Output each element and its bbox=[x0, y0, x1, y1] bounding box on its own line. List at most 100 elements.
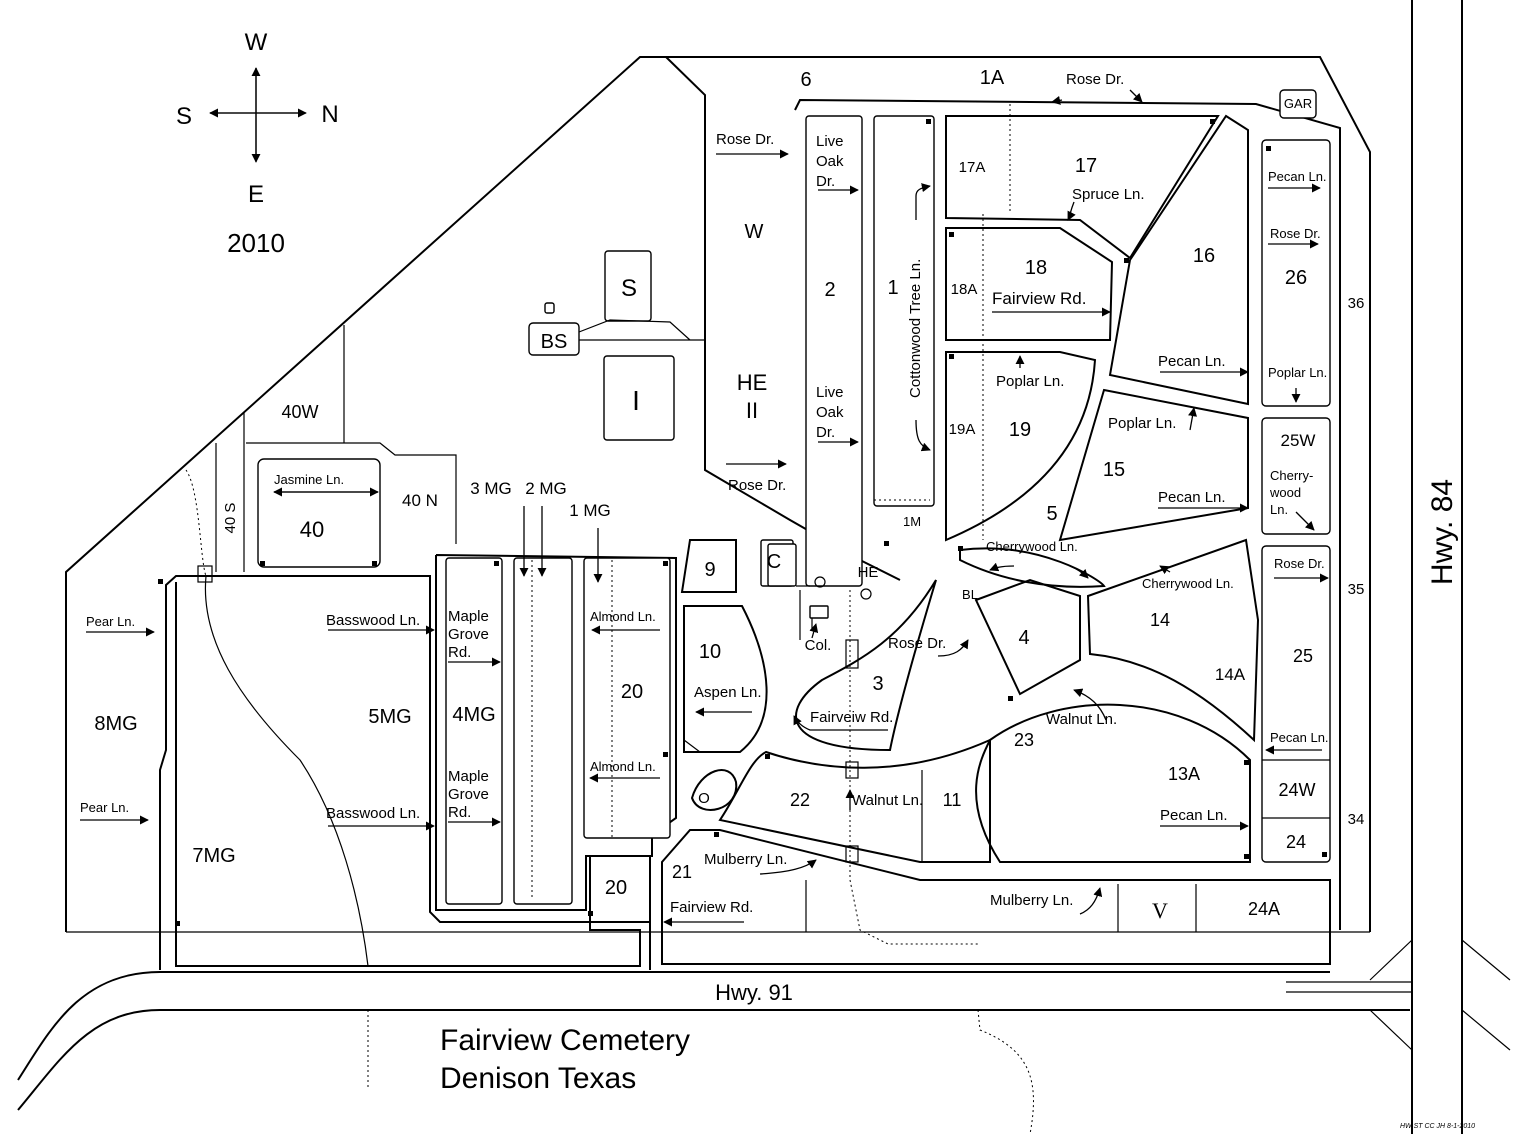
roads-and-boundaries bbox=[17, 0, 1511, 1134]
street-rose-dr-6: Rose Dr. bbox=[888, 635, 946, 652]
street-live-oak-2-b: Oak bbox=[816, 404, 844, 421]
section-25w: 25W bbox=[1281, 431, 1316, 450]
section-7mg: 7MG bbox=[192, 845, 235, 867]
section-24a: 24A bbox=[1248, 899, 1280, 919]
street-maple-grove-rd-1-c: Rd. bbox=[448, 644, 471, 661]
street-maple-grove-rd-1-b: Grove bbox=[448, 626, 489, 643]
street-almond-ln-1: Almond Ln. bbox=[590, 609, 656, 624]
street-cherrywood-ln-3-a: Cherry- bbox=[1270, 468, 1313, 483]
section-he-2-top: HE bbox=[737, 370, 768, 395]
street-pecan-ln-3: Pecan Ln. bbox=[1160, 807, 1228, 824]
section-2mg: 2 MG bbox=[525, 479, 567, 498]
section-col: Col. bbox=[805, 637, 832, 654]
street-maple-grove-rd-2-a: Maple bbox=[448, 768, 489, 785]
map-credit: HW ST CC JH 8-1-2010 bbox=[1400, 1123, 1475, 1130]
section-18a: 18A bbox=[951, 281, 978, 298]
section-o: O bbox=[698, 790, 710, 807]
map-year: 2010 bbox=[227, 228, 285, 258]
section-14a: 14A bbox=[1215, 665, 1246, 684]
section-19: 19 bbox=[1009, 419, 1031, 441]
section-40s: 40 S bbox=[222, 503, 239, 534]
section-1a: 1A bbox=[980, 67, 1005, 89]
street-pecan-ln-5: Pecan Ln. bbox=[1270, 730, 1329, 745]
section-4mg: 4MG bbox=[452, 704, 495, 726]
street-live-oak-2-a: Live bbox=[816, 384, 844, 401]
street-pear-ln-2: Pear Ln. bbox=[80, 800, 129, 815]
compass-rose: W E S N 2010 bbox=[176, 29, 339, 258]
section-20-upper: 20 bbox=[621, 681, 643, 703]
compass-west: W bbox=[245, 29, 268, 56]
street-almond-ln-2: Almond Ln. bbox=[590, 759, 656, 774]
section-11: 11 bbox=[943, 790, 962, 810]
street-pecan-ln-1: Pecan Ln. bbox=[1158, 353, 1226, 370]
section-bl: BL bbox=[962, 587, 978, 602]
section-9: 9 bbox=[704, 559, 715, 581]
section-6: 6 bbox=[800, 69, 811, 91]
section-3mg: 3 MG bbox=[470, 479, 512, 498]
map-title-line-2: Denison Texas bbox=[440, 1062, 636, 1095]
section-2: 2 bbox=[824, 279, 835, 301]
section-14: 14 bbox=[1150, 610, 1170, 630]
section-23: 23 bbox=[1014, 730, 1034, 750]
section-24w: 24W bbox=[1278, 780, 1315, 800]
section-3: 3 bbox=[872, 673, 883, 695]
section-16: 16 bbox=[1193, 245, 1215, 267]
highway-91-label: Hwy. 91 bbox=[715, 980, 793, 1005]
section-c: C bbox=[767, 551, 781, 573]
section-36: 36 bbox=[1348, 295, 1365, 312]
compass-east: E bbox=[248, 181, 264, 208]
section-13a: 13A bbox=[1168, 764, 1200, 784]
street-maple-grove-rd-2-b: Grove bbox=[448, 786, 489, 803]
street-rose-dr-2: Rose Dr. bbox=[1066, 71, 1124, 88]
section-1m: 1M bbox=[903, 514, 921, 529]
section-gar: GAR bbox=[1284, 96, 1312, 111]
corner-markers bbox=[158, 119, 1327, 926]
street-mulberry-ln-1: Mulberry Ln. bbox=[704, 851, 787, 868]
section-5mg: 5MG bbox=[368, 706, 411, 728]
street-poplar-ln-2: Poplar Ln. bbox=[1108, 415, 1176, 432]
street-fairview-rd-2: Fairview Rd. bbox=[670, 899, 753, 916]
street-cherrywood-ln-3-b: wood bbox=[1269, 485, 1301, 500]
street-basswood-ln-1: Basswood Ln. bbox=[326, 612, 420, 629]
section-1mg: 1 MG bbox=[569, 501, 611, 520]
section-bs: BS bbox=[541, 331, 568, 353]
compass-south: S bbox=[176, 103, 192, 130]
section-i: I bbox=[632, 385, 640, 416]
street-live-oak-2-c: Dr. bbox=[816, 424, 835, 441]
labels: 6 1A GAR 17A 17 16 26 36 W 2 1 18A 18 S … bbox=[80, 67, 1475, 1130]
street-jasmine-ln: Jasmine Ln. bbox=[274, 472, 344, 487]
section-s: S bbox=[621, 275, 637, 302]
section-21: 21 bbox=[672, 862, 692, 882]
section-25: 25 bbox=[1293, 646, 1313, 666]
street-pear-ln-1: Pear Ln. bbox=[86, 614, 135, 629]
street-basswood-ln-2: Basswood Ln. bbox=[326, 805, 420, 822]
street-maple-grove-rd-2-c: Rd. bbox=[448, 804, 471, 821]
street-mulberry-ln-2: Mulberry Ln. bbox=[990, 892, 1073, 909]
street-pecan-ln-4: Pecan Ln. bbox=[1268, 169, 1327, 184]
section-40: 40 bbox=[300, 517, 324, 542]
street-pecan-ln-2: Pecan Ln. bbox=[1158, 489, 1226, 506]
street-fairveiw-rd: Fairveiw Rd. bbox=[810, 709, 893, 726]
section-5: 5 bbox=[1046, 503, 1057, 525]
street-poplar-ln-3: Poplar Ln. bbox=[1268, 365, 1327, 380]
section-1: 1 bbox=[887, 277, 898, 299]
street-arrows bbox=[80, 89, 1329, 927]
section-17a: 17A bbox=[959, 159, 986, 176]
section-he: HE bbox=[858, 564, 879, 581]
street-aspen-ln: Aspen Ln. bbox=[694, 684, 762, 701]
section-17: 17 bbox=[1075, 155, 1097, 177]
street-cherrywood-ln-1: Cherrywood Ln. bbox=[986, 539, 1078, 554]
section-15: 15 bbox=[1103, 459, 1125, 481]
section-24: 24 bbox=[1286, 832, 1306, 852]
section-w: W bbox=[745, 221, 764, 243]
section-22: 22 bbox=[790, 790, 810, 810]
section-v: V bbox=[1152, 898, 1168, 923]
street-walnut-ln-2: Walnut Ln. bbox=[852, 792, 923, 809]
section-19a: 19A bbox=[949, 421, 976, 438]
street-cottonwood-tree-ln: Cottonwood Tree Ln. bbox=[907, 259, 924, 398]
street-live-oak-1-c: Dr. bbox=[816, 173, 835, 190]
map-title-line-1: Fairview Cemetery bbox=[440, 1024, 690, 1057]
street-cherrywood-ln-2: Cherrywood Ln. bbox=[1142, 576, 1234, 591]
section-8mg: 8MG bbox=[94, 713, 137, 735]
